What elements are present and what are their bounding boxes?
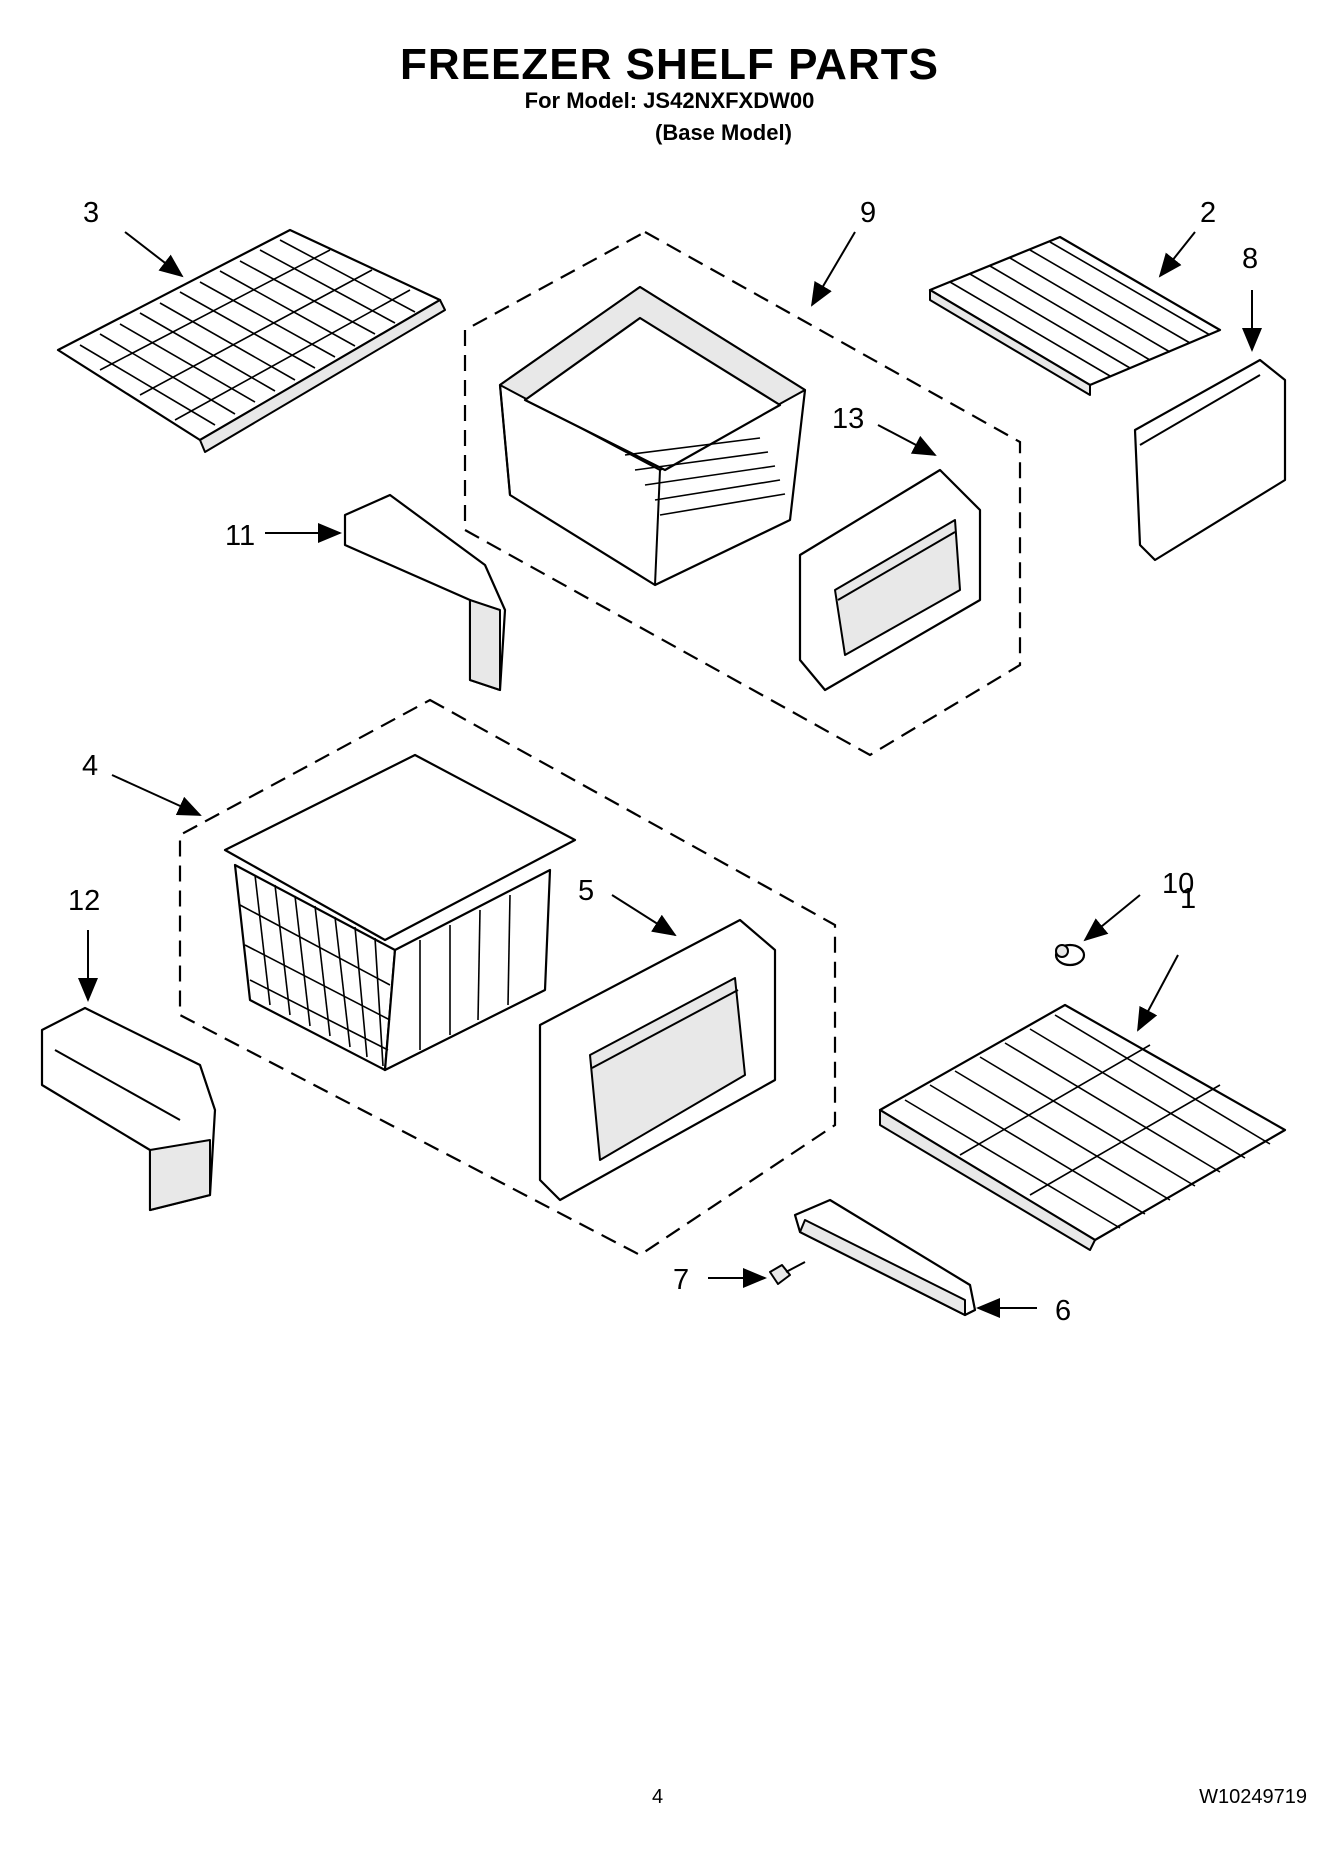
bracket-part-11: [343, 493, 507, 692]
wire-shelf-part-1: [878, 1003, 1287, 1251]
rail-part-6: [793, 1198, 977, 1317]
callout-6: 6: [1055, 1295, 1071, 1327]
base-model-label: (Base Model): [655, 120, 792, 145]
wire-shelf-part-3: [56, 228, 446, 453]
assembly-outline-basket: [178, 698, 837, 1257]
callout-4: 4: [82, 750, 98, 782]
bushing-part-10: [1054, 943, 1086, 967]
bracket-part-12: [40, 1006, 217, 1212]
page-title: FREEZER SHELF PARTS: [400, 40, 939, 89]
small-shelf-part-2: [928, 235, 1222, 396]
model-line: For Model: JS42NXFXDW00: [524, 88, 815, 113]
screw-part-7: [769, 1261, 806, 1285]
callout-1: 1: [1180, 883, 1196, 915]
page-number: 4: [652, 1786, 664, 1808]
callout-7: 7: [673, 1264, 689, 1296]
callout-3: 3: [83, 197, 99, 229]
door-panel-part-8: [1133, 358, 1287, 562]
bin-front-part-13: [798, 468, 982, 692]
callout-9: 9: [860, 197, 876, 229]
basket-front-part-5: [538, 918, 777, 1202]
callout-arrows: [78, 231, 1262, 1318]
document-code: W10249719: [1199, 1786, 1307, 1808]
callout-10: 10: [1162, 868, 1194, 900]
callout-13: 13: [832, 403, 864, 435]
storage-bin-part-9: [498, 285, 807, 587]
callout-12: 12: [68, 885, 100, 917]
assembly-outline-bin: [463, 230, 1022, 757]
callout-8: 8: [1242, 243, 1258, 275]
callout-2: 2: [1200, 197, 1216, 229]
wire-basket-part-4: [223, 753, 577, 1072]
callout-5: 5: [578, 875, 594, 907]
callout-11: 11: [225, 520, 255, 552]
